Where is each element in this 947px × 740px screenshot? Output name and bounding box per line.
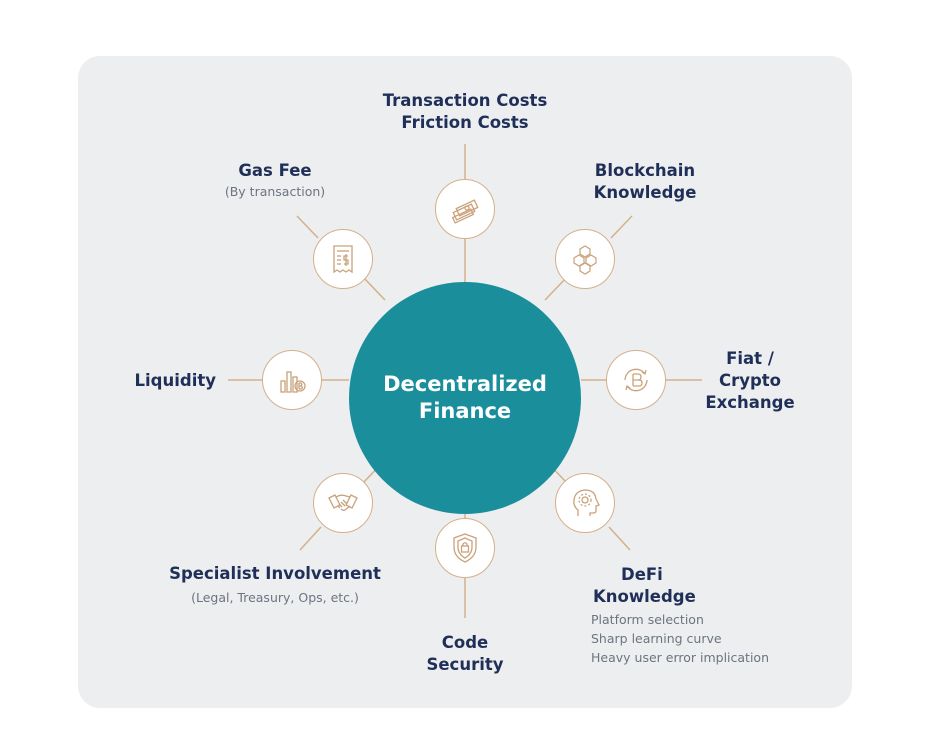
connector-defi-outer bbox=[608, 526, 631, 551]
label-fiat-line3: Exchange bbox=[705, 393, 795, 412]
label-blockchain-line2: Knowledge bbox=[593, 183, 697, 202]
label-fiat-line1: Fiat / bbox=[726, 349, 774, 368]
label-transaction-line1: Transaction Costs bbox=[382, 91, 548, 110]
label-defi-line2: Knowledge bbox=[593, 587, 696, 606]
connector-specialist-outer bbox=[299, 526, 322, 551]
connector-gas-outer bbox=[296, 215, 319, 239]
label-fiat-line2: Crypto bbox=[718, 371, 782, 390]
hub-decentralized-finance: Decentralized Finance bbox=[349, 282, 581, 514]
label-fiat-crypto-exchange: Fiat / Crypto Exchange bbox=[695, 348, 805, 414]
connector-blockchain-hub bbox=[544, 276, 568, 301]
label-transaction-costs: Transaction Costs Friction Costs bbox=[345, 90, 585, 134]
label-code-line2: Security bbox=[426, 655, 504, 674]
head-gear-icon bbox=[555, 473, 615, 533]
label-defi-knowledge: DeFi Knowledge bbox=[593, 564, 743, 608]
bar-chart-bitcoin-icon bbox=[262, 350, 322, 410]
hub-title: Decentralized Finance bbox=[383, 372, 547, 423]
defi-detail-item: Heavy user error implication bbox=[591, 650, 769, 665]
handshake-icon bbox=[313, 473, 373, 533]
label-defi-line1: DeFi bbox=[621, 565, 663, 584]
receipt-icon bbox=[313, 229, 373, 289]
connector-gas-hub bbox=[362, 276, 386, 301]
defi-detail-item: Sharp learning curve bbox=[591, 631, 722, 646]
defi-details-list: Platform selection Sharp learning curve … bbox=[591, 610, 811, 667]
label-code-line1: Code bbox=[441, 633, 489, 652]
label-specialist-involvement: Specialist Involvement bbox=[169, 564, 381, 583]
label-specialist-subtitle: (Legal, Treasury, Ops, etc.) bbox=[191, 590, 359, 605]
label-gas-fee-subtitle: (By transaction) bbox=[224, 184, 326, 199]
label-blockchain-line1: Blockchain bbox=[594, 161, 696, 180]
cubes-icon bbox=[555, 229, 615, 289]
connector-blockchain-outer bbox=[610, 215, 633, 239]
money-stack-icon bbox=[435, 179, 495, 239]
shield-lock-icon bbox=[435, 518, 495, 578]
defi-detail-item: Platform selection bbox=[591, 612, 704, 627]
label-liquidity: Liquidity bbox=[134, 371, 217, 390]
label-gas-fee: Gas Fee bbox=[238, 161, 312, 180]
label-code-security: Code Security bbox=[405, 632, 525, 676]
label-blockchain-knowledge: Blockchain Knowledge bbox=[575, 160, 715, 204]
bitcoin-exchange-icon bbox=[606, 350, 666, 410]
label-transaction-line2: Friction Costs bbox=[401, 113, 529, 132]
